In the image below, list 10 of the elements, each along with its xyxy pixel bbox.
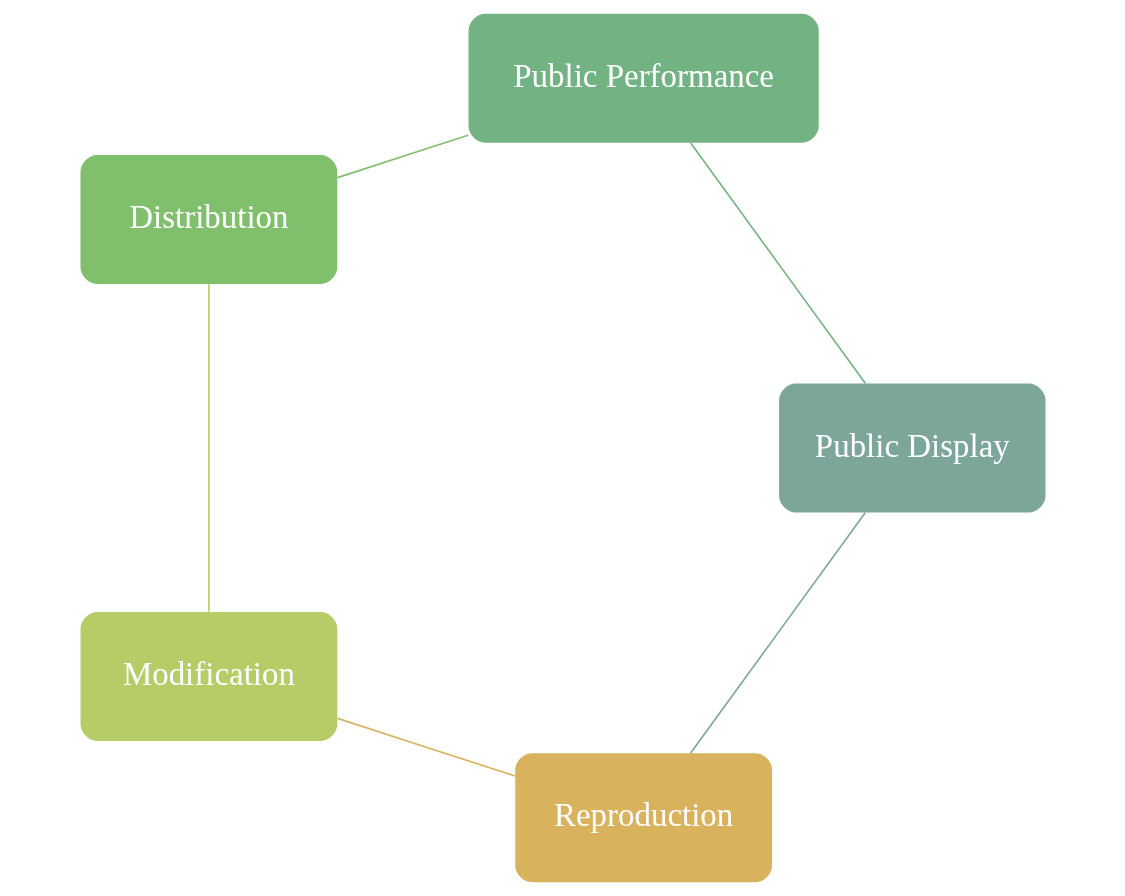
connector [689, 512, 866, 754]
connector [336, 134, 469, 179]
node-box: Public Performance [468, 13, 819, 143]
node-box: Public Display [778, 383, 1045, 513]
node-box: Modification [80, 612, 337, 742]
connector [336, 717, 516, 777]
node-box: Distribution [80, 154, 337, 284]
connector [207, 283, 210, 613]
connector [689, 142, 866, 385]
node-box: Reproduction [514, 753, 772, 883]
